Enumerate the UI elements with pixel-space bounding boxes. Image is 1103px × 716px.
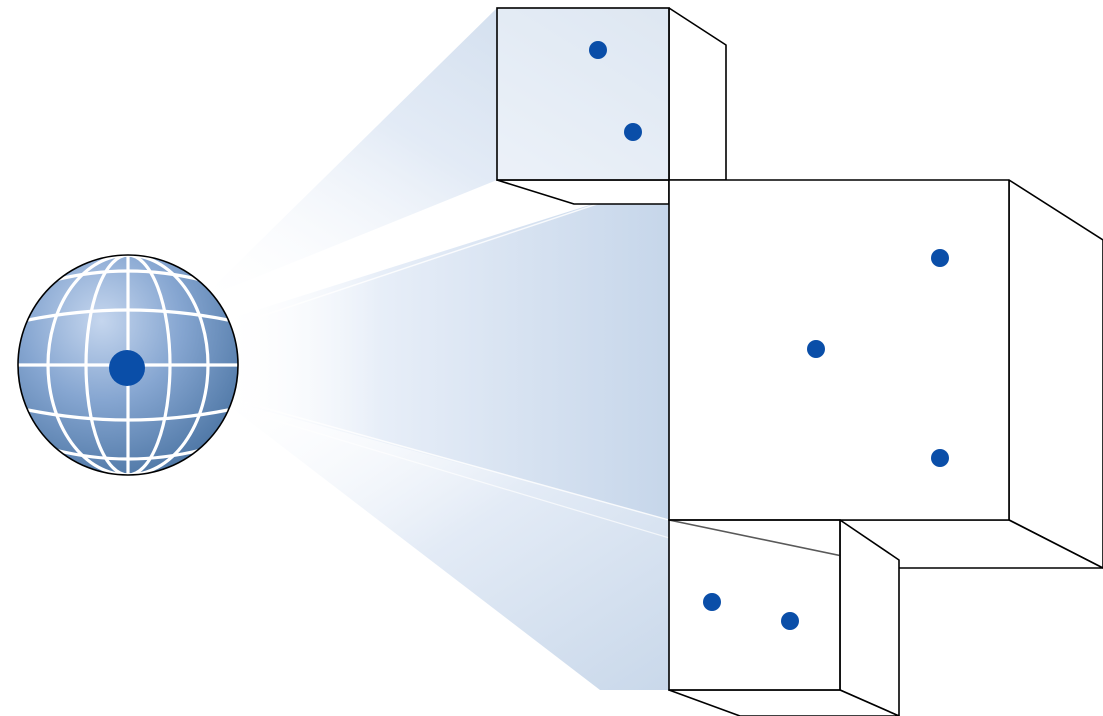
center-panel [669,180,1103,568]
center-panel-dot-2 [807,340,825,358]
top-panel [497,8,726,204]
top-panel-front-face [497,8,669,180]
globe-icon [15,250,241,480]
top-panel-dot-1 [589,41,607,59]
center-panel-dot-1 [931,249,949,267]
top-panel-side-face [669,8,726,180]
bottom-panel [669,520,899,716]
top-panel-bottom-face [497,180,669,204]
bottom-panel-front-face [669,520,840,690]
center-panel-dot-3 [931,449,949,467]
center-panel-side-face [1009,180,1103,568]
bottom-panel-dot-1 [703,593,721,611]
globe-center-dot [109,350,145,386]
top-panel-dot-2 [624,123,642,141]
center-panel-front-face [669,180,1009,520]
bottom-panel-dot-2 [781,612,799,630]
